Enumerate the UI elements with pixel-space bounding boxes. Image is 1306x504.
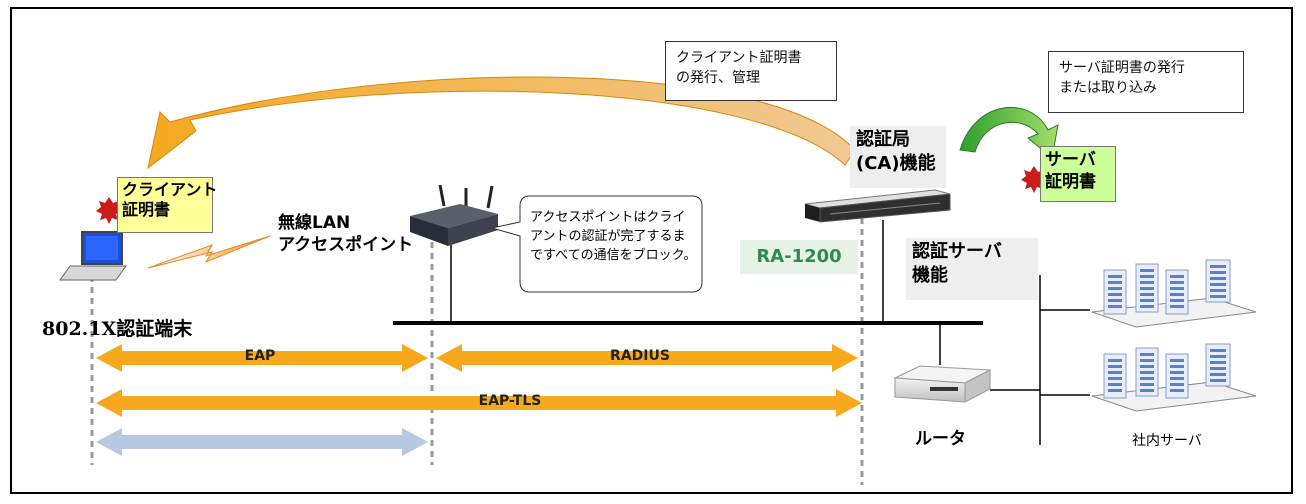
server-cert-issue-box: サーバ証明書の発行 または取り込み [1048,51,1244,113]
server-tower-icon [1205,343,1231,387]
radius-arrow-label: RADIUS [610,348,670,364]
ra1200-appliance-icon [804,189,951,223]
blank-arrow [96,428,428,456]
ra1200-label: RA-1200 [740,240,858,274]
client-cert-seal-icon [96,197,122,224]
wireless-signal-icon [147,235,271,269]
server-tower-icon [1205,259,1231,303]
auth-server-function-label: 認証サーバ 機能 [906,238,1038,300]
server-cert-badge: サーバ 証明書 [1040,146,1116,202]
eap-arrow-label: EAP [244,348,276,364]
server-towers [1103,259,1231,399]
radius-arrow [436,344,858,372]
client-cert-badge: クライアント 証明書 [117,177,217,233]
terminal-label: 802.1X認証端末 [42,318,193,340]
server-tower-icon [1103,353,1127,399]
access-point-icon [410,184,498,246]
router-label: ルータ [915,429,966,449]
server-tower-icon [1103,269,1127,315]
server-tower-icon [1165,269,1189,315]
router-icon [893,365,992,403]
eap-tls-arrow [96,389,862,417]
server-tower-icon [1135,347,1159,397]
ap-note-text: アクセスポイントはクライアントの認証が完了するまですべての通信をブロック。 [530,210,697,263]
eap-tls-arrow-label: EAP-TLS [478,393,542,409]
server-tower-icon [1135,263,1159,313]
eap-arrow [96,344,428,372]
client-cert-issue-box: クライアント証明書 の発行、管理 [665,41,837,101]
laptop-icon [59,231,127,281]
internal-servers-label: 社内サーバ [1132,433,1202,449]
server-tower-icon [1165,353,1189,399]
wireless-ap-label: 無線LAN アクセスポイント [278,213,414,255]
protocol-arrows [96,344,862,456]
ca-function-label: 認証局 (CA)機能 [850,126,946,188]
ap-note-bubble [491,195,703,293]
server-cert-curve-arrow [959,107,1059,159]
dashed-guides [90,218,864,485]
